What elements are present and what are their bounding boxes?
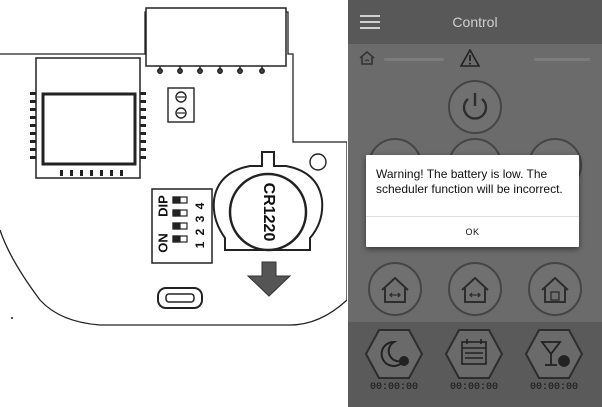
top-bar: Control [348, 0, 602, 44]
remove-arrow-icon [246, 261, 292, 297]
home-button-1[interactable] [368, 262, 422, 316]
home-arrows-icon [461, 276, 489, 303]
board-outline [0, 11, 347, 326]
wifi-module-shield [41, 92, 137, 166]
dialog-message: Warning! The battery is low. The schedul… [376, 167, 563, 196]
dip-numbers: 4 3 2 1 [193, 202, 207, 248]
dip-sliders [172, 196, 188, 243]
power-icon [462, 93, 488, 120]
mounting-hole [309, 153, 327, 171]
power-button[interactable] [448, 80, 502, 134]
dip-label: DIP [155, 195, 170, 217]
schedule-button[interactable] [444, 328, 504, 380]
status-row [348, 44, 602, 74]
calendar-icon [461, 339, 487, 365]
module-pads [30, 92, 146, 176]
schedule-timer: 00:00:00 [449, 382, 498, 393]
svg-text:4: 4 [193, 202, 207, 209]
svg-text:2: 2 [193, 228, 207, 235]
on-label: ON [155, 233, 170, 253]
status-dots [384, 58, 444, 61]
moon-clock-icon [380, 340, 409, 367]
party-mode-button[interactable] [524, 328, 584, 380]
hamburger-menu-icon[interactable] [360, 15, 380, 29]
connector-block [145, 7, 287, 67]
battery-warning-dialog: Warning! The battery is low. The schedul… [366, 155, 579, 247]
mobile-app-screen: Control [348, 0, 602, 407]
svg-text:1: 1 [193, 241, 207, 248]
ok-button[interactable]: OK [366, 216, 579, 247]
warning-triangle-icon[interactable] [460, 49, 480, 67]
home-button-2[interactable] [448, 262, 502, 316]
party-timer: 00:00:00 [529, 382, 578, 393]
home-arrows-icon [381, 276, 409, 303]
screen-title: Control [452, 14, 498, 30]
connector-pins [157, 66, 265, 74]
pcb-illustration: CR1220 DIP ON 4 3 2 1 [0, 7, 347, 326]
cocktail-clock-icon [540, 341, 570, 367]
terminal-block [167, 87, 195, 123]
home-wifi-icon[interactable] [358, 50, 376, 66]
night-timer: 00:00:00 [369, 382, 418, 393]
home-button-3[interactable] [528, 262, 582, 316]
battery-label: CR1220 [260, 183, 277, 242]
svg-text:3: 3 [193, 215, 207, 222]
night-mode-button[interactable] [364, 328, 424, 380]
home-door-icon [541, 276, 569, 303]
battery-cell [228, 172, 308, 252]
status-dots-right [534, 58, 590, 61]
